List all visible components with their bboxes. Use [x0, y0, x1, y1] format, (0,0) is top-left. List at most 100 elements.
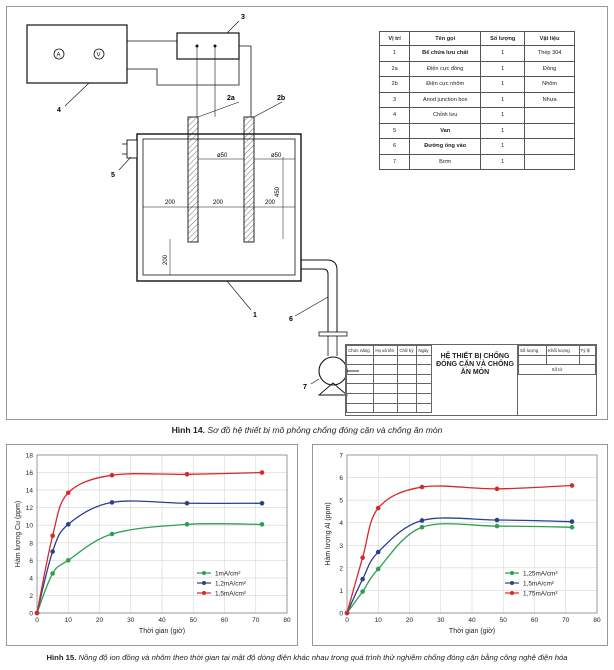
rectifier-box: [26, 24, 128, 84]
data-point: [569, 519, 575, 524]
data-point: [184, 472, 190, 477]
inlet-pipe: [301, 259, 338, 332]
signature-grid: Chức năng Họ và tên Chữ ký Ngày: [345, 345, 432, 414]
legend-label: 1mA/cm²: [215, 571, 241, 578]
x-tick-label: 0: [35, 617, 39, 624]
x-tick-label: 10: [65, 617, 73, 624]
data-point: [50, 549, 55, 554]
x-tick-label: 30: [437, 617, 445, 624]
parts-table-header: Vị trí Tên gọi Số lượng Vật liệu: [378, 31, 575, 46]
plot-area: [346, 454, 598, 614]
y-tick-label: 0: [29, 611, 33, 618]
x-axis-label: Thời gian (giờ): [139, 628, 185, 635]
legend-label: 1,5mA/cm²: [523, 581, 554, 588]
wire-lower: [127, 53, 240, 86]
x-tick-label: 70: [562, 617, 570, 624]
legend-swatch-marker: [510, 571, 514, 575]
aluminium-electrode: [243, 116, 255, 243]
data-point: [259, 522, 265, 527]
data-point: [65, 522, 71, 527]
voltmeter-letter: V: [97, 53, 101, 59]
voltmeter-symbol: [93, 48, 105, 60]
ammeter-letter: A: [57, 53, 61, 59]
y-tick-label: 18: [26, 453, 34, 460]
y-tick-label: 2: [339, 565, 343, 572]
data-point: [184, 522, 190, 527]
legend-label: 1,2mA/cm²: [215, 581, 246, 588]
x-tick-label: 40: [158, 617, 166, 624]
dim-phi50-a: ø50: [217, 153, 228, 159]
data-point: [50, 533, 55, 539]
title-block: Chức năng Họ và tên Chữ ký Ngày HỆ THIẾT…: [345, 344, 597, 416]
series-line: [36, 471, 263, 614]
figure-15-text: Nồng độ ion đồng và nhôm theo thời gian …: [78, 653, 568, 662]
col-name: Tên gọi: [409, 31, 482, 46]
y-tick-label: 4: [339, 520, 343, 527]
x-tick-label: 10: [375, 617, 383, 624]
callout-1: 1: [253, 312, 257, 319]
callout-4: 4: [57, 107, 61, 114]
x-tick-label: 80: [283, 617, 291, 624]
x-tick-label: 60: [221, 617, 229, 624]
y-tick-label: 10: [26, 523, 34, 530]
data-point: [360, 589, 365, 594]
y-tick-label: 8: [29, 540, 33, 547]
data-point: [259, 500, 265, 506]
data-point: [569, 524, 575, 530]
figure-15-label: Hình 15.: [46, 653, 77, 662]
data-point: [375, 549, 381, 555]
y-tick-label: 14: [26, 488, 34, 495]
y-axis-label: Hàm lượng Cu (ppm): [15, 501, 22, 567]
data-point: [34, 610, 40, 616]
data-point: [419, 518, 425, 523]
data-point: [360, 576, 365, 582]
data-point: [344, 610, 350, 616]
legend-swatch-marker: [510, 581, 514, 585]
wire-right: [239, 45, 252, 117]
valve: [126, 139, 138, 159]
callout-2b: 2b: [277, 95, 285, 102]
y-tick-label: 4: [29, 575, 33, 582]
callout-5: 5: [111, 172, 115, 179]
x-tick-label: 50: [190, 617, 198, 624]
y-tick-label: 0: [339, 611, 343, 618]
data-point: [494, 486, 500, 492]
plot-area: [36, 454, 288, 614]
x-axis-label: Thời gian (giờ): [449, 628, 495, 635]
y-tick-label: 2: [29, 593, 33, 600]
pump: [318, 356, 348, 386]
dim-200-d: 200: [163, 254, 169, 265]
drawing-title: HỆ THIẾT BỊ CHỐNG ĐÓNG CẶN VÀ CHỐNG ĂN M…: [436, 353, 514, 376]
x-tick-label: 0: [345, 617, 349, 624]
figure-14-label: Hình 14.: [171, 425, 206, 435]
data-point: [109, 500, 115, 505]
x-tick-label: 70: [252, 617, 260, 624]
data-point: [419, 524, 425, 530]
dim-phi50-b: ø50: [271, 153, 282, 159]
data-point: [65, 558, 71, 563]
data-point: [109, 531, 115, 537]
callout-7: 7: [303, 384, 307, 391]
data-point: [419, 484, 425, 490]
data-point: [50, 571, 55, 576]
col-position: Vị trí: [378, 31, 411, 46]
y-axis-label: Hàm lượng Al (ppm): [325, 502, 332, 565]
data-point: [494, 523, 500, 529]
legend-label: 1,75mA/cm²: [523, 591, 557, 598]
legend-swatch-marker: [510, 591, 514, 595]
copper-electrode: [187, 116, 199, 243]
y-tick-label: 12: [26, 505, 34, 512]
data-point: [569, 483, 575, 488]
data-point: [109, 472, 115, 478]
series-line: [346, 523, 573, 614]
apparatus-diagram: 200 200 200 450 200 ø50 ø50 3 4 2a 2b 5: [26, 14, 359, 396]
